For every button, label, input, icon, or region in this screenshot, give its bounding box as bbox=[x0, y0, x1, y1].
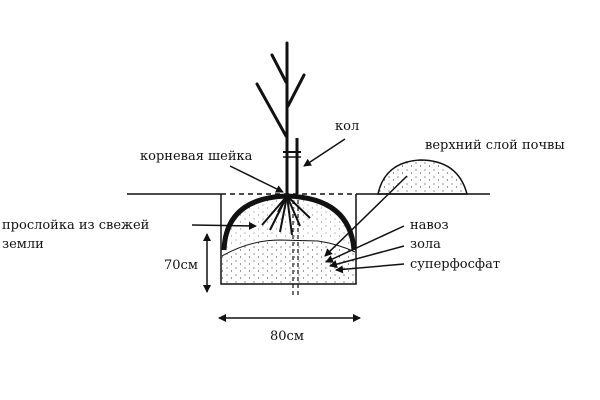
topsoil-arrow bbox=[324, 175, 408, 257]
stake bbox=[283, 138, 301, 298]
depth-label: 70см bbox=[164, 258, 198, 273]
width-label: 80см bbox=[270, 329, 304, 344]
superphosphate-label: суперфосфат bbox=[410, 257, 500, 272]
fresh-soil-label-line1: прослойка из свежей bbox=[2, 218, 149, 233]
manure-label: навоз bbox=[410, 218, 449, 233]
fertilizer-boundary bbox=[221, 239, 356, 257]
fresh-soil-layer bbox=[224, 197, 354, 252]
fertilizer-layer bbox=[222, 240, 355, 283]
stake-label: кол bbox=[335, 119, 359, 134]
stake-arrow bbox=[303, 138, 346, 167]
planting-pit bbox=[220, 194, 357, 285]
fresh-soil-label-line2: земли bbox=[2, 237, 44, 252]
ash-arrow bbox=[329, 245, 405, 269]
root-collar-label: корневая шейка bbox=[140, 149, 253, 164]
topsoil-label: верхний слой почвы bbox=[425, 138, 565, 153]
superphosphate-arrow bbox=[335, 263, 405, 274]
root-collar-arrow bbox=[229, 165, 284, 193]
fresh-soil-arrow bbox=[191, 221, 257, 230]
ash-label: зола bbox=[410, 237, 441, 252]
seedling bbox=[255, 41, 306, 198]
manure-arrow bbox=[325, 225, 405, 263]
topsoil-mound bbox=[377, 159, 468, 195]
